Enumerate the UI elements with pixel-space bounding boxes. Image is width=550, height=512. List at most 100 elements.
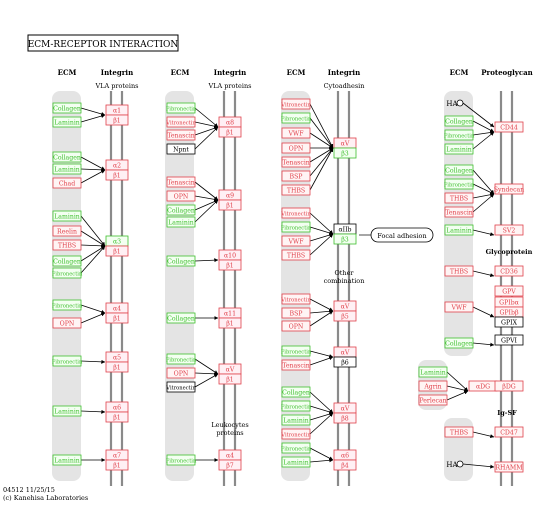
node-c3-fibronectin1[interactable]: Fibronectin [281,112,312,124]
node-i1-a2[interactable]: α2 [105,159,129,171]
node-i1-a6[interactable]: α6 [105,401,129,413]
node-c3-fibronectin5[interactable]: Fibronectin [281,442,312,454]
node-c2-tenascin2[interactable]: Tenascin [166,176,196,188]
node-i2-a4[interactable]: α4 [218,449,242,461]
node-c1-collagen3[interactable]: Collagen [52,255,82,267]
node-c2-collagen3[interactable]: Collagen [166,312,196,324]
node-c1-laminin4[interactable]: Laminin [52,405,82,417]
node-c3-thbs1[interactable]: THBS [281,184,311,196]
node-c3-vwf1[interactable]: VWF [281,127,311,139]
node-c1-chad[interactable]: Chad [52,177,82,189]
node-i3-av3[interactable]: αV [333,346,357,358]
node-c1-laminin3[interactable]: Laminin [52,210,82,222]
node-i3-b3a[interactable]: β3 [333,147,357,159]
node-p-cd47[interactable]: CD47 [494,426,524,438]
node-c4-collagen1[interactable]: Collagen [444,115,474,127]
node-p-cd44[interactable]: CD44 [494,121,524,133]
node-i2-av[interactable]: αV [218,363,242,375]
node-i2-b1b[interactable]: β1 [218,199,242,211]
node-c1-fibronectin1[interactable]: Fibronectin [52,267,83,279]
node-c3-bsp1[interactable]: BSP [281,170,311,182]
node-c1-laminin5[interactable]: Laminin [52,454,82,466]
node-c2-tenascin1[interactable]: Tenascin [166,129,196,141]
node-p-gpvi[interactable]: GPVI [494,334,524,346]
node-p-gpiba[interactable]: GPIbα [494,296,524,308]
node-i2-a8[interactable]: α8 [218,116,242,128]
node-c1-laminin1[interactable]: Laminin [52,116,82,128]
node-c3-collagen1[interactable]: Collagen [281,386,311,398]
node-c2-fibronectin2[interactable]: Fibronectin [166,353,197,365]
node-c1-fibronectin3[interactable]: Fibronectin [52,355,83,367]
node-c1-thbs[interactable]: THBS [52,239,82,251]
node-p-rhamm[interactable]: RHAMM [494,461,524,473]
node-p-sv2[interactable]: SV2 [494,224,524,236]
node-p-gpv[interactable]: GPV [494,285,524,297]
node-i3-a2b[interactable]: αIIb [333,223,357,235]
node-c4-agrin[interactable]: Agrin [418,380,448,392]
node-c4-collagen2[interactable]: Collagen [444,164,474,176]
node-c2-laminin1[interactable]: Laminin [166,216,196,228]
node-p-syndecan[interactable]: Syndecan [494,183,524,195]
node-i2-b1c[interactable]: β1 [218,259,242,271]
node-i2-a11[interactable]: α11 [218,307,242,319]
node-c2-fibronectin1[interactable]: Fibronectin [166,102,197,114]
node-p-adg[interactable]: αDG [468,380,498,392]
node-c1-opn[interactable]: OPN [52,317,82,329]
node-c1-fibronectin2[interactable]: Fibronectin [52,299,83,311]
node-p-bdg[interactable]: βDG [494,380,524,392]
node-c3-vitronectin1[interactable]: Vitronectin [280,98,311,110]
node-i2-a9[interactable]: α9 [218,189,242,201]
node-c4-collagen3[interactable]: Collagen [444,337,474,349]
node-c3-tenascin1[interactable]: Tenascin [281,156,311,168]
node-i1-b1b[interactable]: β1 [105,169,129,181]
node-i1-a4[interactable]: α4 [105,302,129,314]
node-p-cd36[interactable]: CD36 [494,265,524,277]
node-c4-thbs1[interactable]: THBS [444,192,474,204]
node-i3-av2[interactable]: αV [333,300,357,312]
node-p-gpibb[interactable]: GPIbβ [494,306,524,318]
node-c1-laminin2[interactable]: Laminin [52,163,82,175]
node-c2-collagen2[interactable]: Collagen [166,255,196,267]
node-c3-thbs2[interactable]: THBS [281,249,311,261]
node-c3-laminin1[interactable]: Laminin [281,414,311,426]
node-c4-thbs2[interactable]: THBS [444,265,474,277]
node-c4-fibronectin1[interactable]: Fibronectin [444,129,475,141]
node-c4-laminin2[interactable]: Laminin [444,224,474,236]
node-c4-thbs3[interactable]: THBS [444,426,474,438]
node-c3-fibronectin4[interactable]: Fibronectin [281,400,312,412]
node-i1-b1d[interactable]: β1 [105,312,129,324]
node-c2-opn2[interactable]: OPN [166,367,196,379]
node-i1-a7[interactable]: α7 [105,449,129,461]
node-c3-vwf2[interactable]: VWF [281,235,311,247]
node-c2-npnt[interactable]: Npnt [166,143,196,155]
node-i3-av4[interactable]: αV [333,402,357,414]
node-c4-vwf[interactable]: VWF [444,301,474,313]
node-c3-vitronectin3[interactable]: Vitronectin [280,293,311,305]
node-c3-opn2[interactable]: OPN [281,320,311,332]
node-i2-b1a[interactable]: β1 [218,126,242,138]
node-c2-vitronectin2[interactable]: Vitronectin [165,381,196,393]
node-i3-av1[interactable]: αV [333,137,357,149]
node-c1-reelin[interactable]: Reelin [52,225,82,237]
node-i1-b1g[interactable]: β1 [105,459,129,471]
node-c2-opn[interactable]: OPN [166,190,196,202]
node-c4-laminin3[interactable]: Laminin [418,366,448,378]
node-i1-b1f[interactable]: β1 [105,411,129,423]
node-i3-b6[interactable]: β6 [333,356,357,368]
node-c4-perlecan[interactable]: Perlecan [418,394,448,406]
node-i3-b5[interactable]: β5 [333,310,357,322]
node-c3-vitronectin2[interactable]: Vitronectin [280,207,311,219]
node-c1-collagen2[interactable]: Collagen [52,151,82,163]
node-i3-a6[interactable]: α6 [333,449,357,461]
node-c4-laminin1[interactable]: Laminin [444,143,474,155]
node-c3-tenascin2[interactable]: Tenascin [281,359,311,371]
node-i3-b4[interactable]: β4 [333,459,357,471]
node-i1-b1e[interactable]: β1 [105,361,129,373]
node-i1-b1c[interactable]: β1 [105,245,129,257]
node-c3-vitronectin4[interactable]: Vitronectin [280,428,311,440]
node-c3-opn1[interactable]: OPN [281,142,311,154]
node-c4-tenascin1[interactable]: Tenascin [444,206,474,218]
node-i2-a10[interactable]: α10 [218,249,242,261]
node-i2-b7[interactable]: β7 [218,459,242,471]
node-i1-a5[interactable]: α5 [105,351,129,363]
